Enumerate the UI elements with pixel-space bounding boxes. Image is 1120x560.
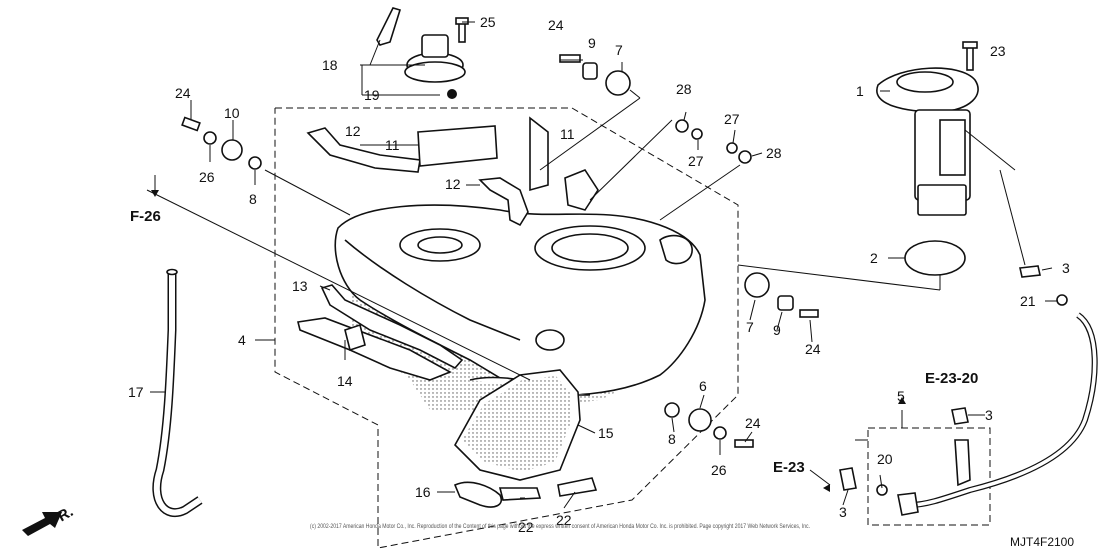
callout-8: 8 (668, 431, 676, 447)
callout-23: 23 (990, 43, 1006, 59)
copyright-notice: (c) 2002-2017 American Honda Motor Co., … (310, 524, 810, 530)
fuel-filler-cap (376, 7, 466, 99)
callout-16: 16 (415, 484, 431, 500)
fuel-pump (876, 67, 979, 216)
callout-7: 7 (615, 42, 623, 58)
rubber-pad-upper (306, 127, 421, 173)
callout-12: 12 (445, 176, 461, 192)
section-ref-e23-20[interactable]: E-23-20 (925, 370, 978, 387)
callout-26: 26 (199, 169, 215, 185)
callout-8: 8 (249, 191, 257, 207)
clip-upper (1019, 265, 1041, 278)
callout-3: 3 (985, 407, 993, 423)
callout-14: 14 (337, 373, 353, 389)
cap-seal (447, 89, 457, 99)
callout-4: 4 (238, 332, 246, 348)
fuel-tank (334, 169, 706, 396)
arrow-f26 (151, 190, 159, 197)
arrow-e23 (823, 484, 830, 492)
callout-27: 27 (688, 153, 704, 169)
callout-2: 2 (870, 250, 878, 266)
callout-5: 5 (897, 388, 905, 404)
callout-3: 3 (1062, 260, 1070, 276)
rubber-pad-lower (478, 177, 529, 227)
heat-shield-shading (462, 376, 572, 472)
callout-13: 13 (292, 278, 308, 294)
heat-guard-tab (344, 323, 366, 352)
callout-1: 1 (856, 83, 864, 99)
bolt-25 (455, 17, 469, 43)
callout-27: 27 (724, 111, 740, 127)
callout-20: 20 (877, 451, 893, 467)
callout-24: 24 (805, 341, 821, 357)
callout-22: 22 (556, 512, 572, 528)
callout-7: 7 (746, 319, 754, 335)
callout-25: 25 (480, 14, 496, 30)
front-label: FR. (47, 503, 76, 530)
callout-3: 3 (839, 504, 847, 520)
callout-18: 18 (322, 57, 338, 73)
cushion-22-left (498, 487, 542, 501)
callout-21: 21 (1020, 293, 1036, 309)
callout-28: 28 (676, 81, 692, 97)
callout-19: 19 (364, 87, 380, 103)
callout-11: 11 (385, 137, 400, 153)
pipe-connector (897, 492, 919, 516)
pipe-group-outline (867, 427, 991, 526)
bolt-23 (962, 41, 978, 71)
section-ref-e23[interactable]: E-23 (773, 459, 805, 476)
rubber-cushion-16 (453, 481, 502, 508)
clip-lower (839, 467, 857, 491)
callout-9: 9 (773, 322, 781, 338)
callout-26: 26 (711, 462, 727, 478)
callout-28: 28 (766, 145, 782, 161)
fuel-pipe (909, 312, 1098, 508)
drain-hose-inner (153, 272, 202, 516)
callout-22: 22 (518, 519, 534, 535)
strap-bracket (320, 284, 464, 369)
callout-numbers: 1 2 3 3 3 4 5 6 7 7 8 8 9 9 10 11 11 12 … (128, 14, 1070, 535)
front-direction-arrow: FR. (22, 503, 76, 536)
leader-lines (146, 21, 1058, 509)
callout-12: 12 (345, 123, 361, 139)
callout-17: 17 (128, 384, 144, 400)
arrow-e23-20 (898, 397, 906, 404)
fastener-hardware (181, 54, 1068, 496)
callout-10: 10 (224, 105, 240, 121)
o-ring (904, 240, 966, 276)
callout-6: 6 (699, 378, 707, 394)
pipe-joint (954, 439, 971, 487)
cushion-22-right (557, 477, 598, 497)
callout-15: 15 (598, 425, 614, 441)
fuel-pipe-inner (909, 313, 1097, 507)
section-ref-f26[interactable]: F-26 (130, 208, 161, 225)
diagram-code: MJT4F2100 (1010, 535, 1074, 549)
clip-mid (951, 407, 969, 425)
callout-24: 24 (175, 85, 191, 101)
callout-24: 24 (548, 17, 564, 33)
callout-9: 9 (588, 35, 596, 51)
cap-key (376, 7, 402, 46)
pad-sheet-left (417, 125, 498, 167)
callout-24: 24 (745, 415, 761, 431)
pad-sheet-right (529, 116, 549, 192)
callout-11: 11 (560, 126, 575, 142)
tank-assembly-outline (274, 107, 739, 549)
